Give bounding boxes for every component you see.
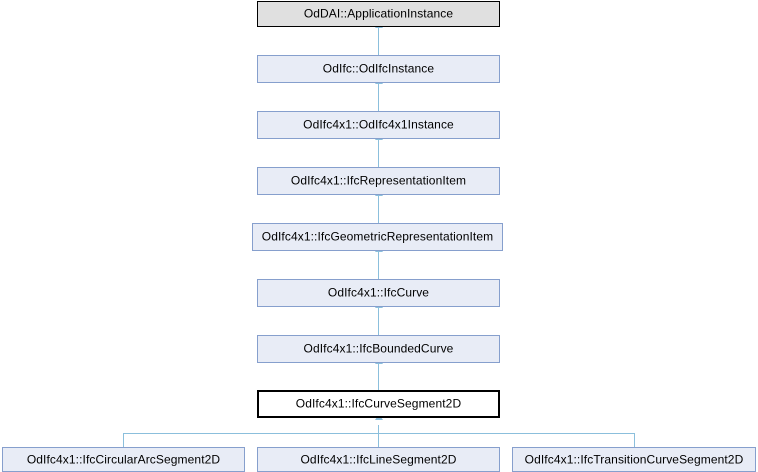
class-node-odifc-instance[interactable]: OdIfc::OdIfcInstance: [257, 55, 500, 83]
edge-ifcgeometricrepresentationitem-to-ifcrepresentationitem: [378, 195, 379, 223]
class-node-label: OdIfc4x1::IfcRepresentationItem: [290, 173, 467, 188]
edge-bus-horizontal: [123, 433, 635, 434]
class-node-ifc-geometric-representation-item[interactable]: OdIfc4x1::IfcGeometricRepresentationItem: [252, 223, 503, 251]
edge-bus-drop-circulararcsegment2d: [123, 433, 124, 447]
class-node-label: OdIfc4x1::OdIfc4x1Instance: [303, 117, 454, 132]
class-node-label: OdIfc4x1::IfcTransitionCurveSegment2D: [524, 452, 744, 466]
class-node-ifc-circular-arc-segment-2d[interactable]: OdIfc4x1::IfcCircularArcSegment2D: [2, 447, 245, 472]
edge-odifcinstance-to-applicationinstance: [378, 27, 379, 55]
class-node-odifc4x1-instance[interactable]: OdIfc4x1::OdIfc4x1Instance: [257, 111, 500, 139]
class-node-ifc-representation-item[interactable]: OdIfc4x1::IfcRepresentationItem: [257, 167, 500, 195]
class-node-label: OdIfc4x1::IfcLineSegment2D: [300, 452, 457, 466]
class-node-label: OdIfc4x1::IfcCurve: [327, 285, 430, 300]
class-node-label: OdDAI::ApplicationInstance: [303, 6, 454, 21]
class-node-ifc-line-segment-2d[interactable]: OdIfc4x1::IfcLineSegment2D: [257, 447, 500, 472]
class-node-ifc-bounded-curve[interactable]: OdIfc4x1::IfcBoundedCurve: [257, 335, 500, 363]
edge-ifccurve-to-ifcgeometricrepresentationitem: [378, 251, 379, 279]
class-node-ifc-curve-segment-2d[interactable]: OdIfc4x1::IfcCurveSegment2D: [257, 390, 500, 418]
class-node-label: OdIfc4x1::IfcCurveSegment2D: [295, 396, 462, 411]
class-node-label: OdIfc4x1::IfcBoundedCurve: [303, 341, 454, 356]
class-node-application-instance[interactable]: OdDAI::ApplicationInstance: [257, 1, 500, 27]
edge-ifcrepresentationitem-to-odifc4x1instance: [378, 139, 379, 167]
edge-bus-drop-transitioncurvesegment2d: [634, 433, 635, 447]
edge-odifc4x1instance-to-odifcinstance: [378, 83, 379, 111]
class-node-ifc-curve[interactable]: OdIfc4x1::IfcCurve: [257, 279, 500, 307]
edge-ifccurvesegment2d-to-ifcboundedcurve: [378, 363, 379, 391]
class-node-label: OdIfc4x1::IfcGeometricRepresentationItem: [261, 229, 494, 244]
edge-ifcboundedcurve-to-ifccurve: [378, 307, 379, 335]
class-node-ifc-transition-curve-segment-2d[interactable]: OdIfc4x1::IfcTransitionCurveSegment2D: [512, 447, 756, 472]
edge-bus-drop-linesegment2d: [378, 433, 379, 447]
class-node-label: OdIfc::OdIfcInstance: [322, 61, 435, 76]
class-node-label: OdIfc4x1::IfcCircularArcSegment2D: [26, 452, 221, 466]
